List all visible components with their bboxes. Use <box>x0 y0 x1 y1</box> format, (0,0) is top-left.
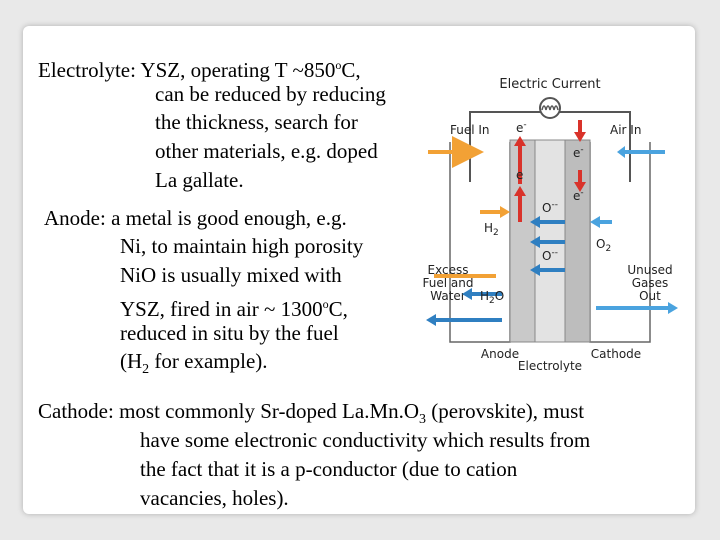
air-in-label: Air In <box>610 123 641 137</box>
anode-example-text: for example). <box>149 349 268 373</box>
electrolyte-line-3: the thickness, search for <box>155 110 358 134</box>
anode-text: : a metal is good enough, e.g. <box>100 206 347 230</box>
unused-label-3: Out <box>639 289 661 303</box>
electrolyte-unit: C, <box>341 58 361 82</box>
anode-line-3: NiO is usually mixed with <box>120 263 342 287</box>
cathode-text-a: : most commonly Sr-doped La.Mn.O <box>107 399 420 423</box>
anode-line-2: Ni, to maintain high porosity <box>120 234 364 258</box>
oxide-ion-label-1: O-- <box>542 200 558 215</box>
e-minus-cathode-label: e- <box>573 145 584 160</box>
cathode-subscript: 3 <box>419 412 427 428</box>
electrolyte-degree: o <box>335 58 342 72</box>
cathode-layer <box>564 139 591 343</box>
electrolyte-line-4: other materials, e.g. doped <box>155 139 378 163</box>
diagram-title: Electric Current <box>499 77 600 92</box>
fuel-cell-diagram: Electric Current Fuel In Air In e- e- e … <box>423 77 678 372</box>
unused-label-1: Unused <box>627 263 672 277</box>
electrolyte-text: : YSZ, operating T ~850 <box>130 58 336 82</box>
electrolyte-term: Electrolyte <box>38 58 131 82</box>
anode-h-text: (H <box>120 349 143 373</box>
anode-subscript: 2 <box>142 362 150 378</box>
unused-label-2: Gases <box>632 276 669 290</box>
electrolyte-label: Electrolyte <box>518 359 582 372</box>
h2-label: H2 <box>484 221 499 238</box>
anode-fire-text: YSZ, fired in air ~ 1300 <box>120 297 323 321</box>
anode-line-5: reduced in situ by the fuel <box>120 321 339 345</box>
excess-label-1: Excess <box>428 263 469 277</box>
anode-degree: o <box>322 297 329 311</box>
electrolyte-line-1: Electrolyte: YSZ, operating T ~850oC, <box>38 51 361 85</box>
cathode-line-3: the fact that it is a p-conductor (due t… <box>140 457 518 481</box>
cathode-line-1: Cathode: most commonly Sr-doped La.Mn.O3… <box>38 397 584 434</box>
anode-term: Anode <box>44 206 100 230</box>
anode-unit: C, <box>328 297 348 321</box>
electrolyte-line-5: La gallate. <box>155 168 244 192</box>
cathode-line-4: vacancies, holes). <box>140 486 289 510</box>
electrolyte-line-2: can be reduced by reducing <box>155 82 386 106</box>
anode-line-1: Anode: a metal is good enough, e.g. <box>44 204 347 233</box>
anode-layer <box>509 139 536 343</box>
excess-label-3: Water <box>430 289 466 303</box>
anode-line-4: YSZ, fired in air ~ 1300oC, <box>120 290 348 324</box>
e-plain-label: e <box>516 168 523 182</box>
cathode-term: Cathode <box>38 399 108 423</box>
fuel-in-label: Fuel In <box>450 123 490 137</box>
oxide-ion-label-2: O-- <box>542 248 558 263</box>
excess-label-2: Fuel and <box>423 276 474 290</box>
o2-label: O2 <box>596 237 611 254</box>
e-minus-cathode-label-2: e- <box>573 188 584 203</box>
h2o-label: H2O <box>480 289 504 306</box>
e-minus-top-label: e- <box>516 120 527 135</box>
cathode-line-2: have some electronic conductivity which … <box>140 428 591 452</box>
anode-label: Anode <box>481 347 519 361</box>
cathode-text-b: (perovskite), must <box>426 399 585 423</box>
cathode-label: Cathode <box>591 347 641 361</box>
anode-line-6: (H2 for example). <box>120 347 268 384</box>
